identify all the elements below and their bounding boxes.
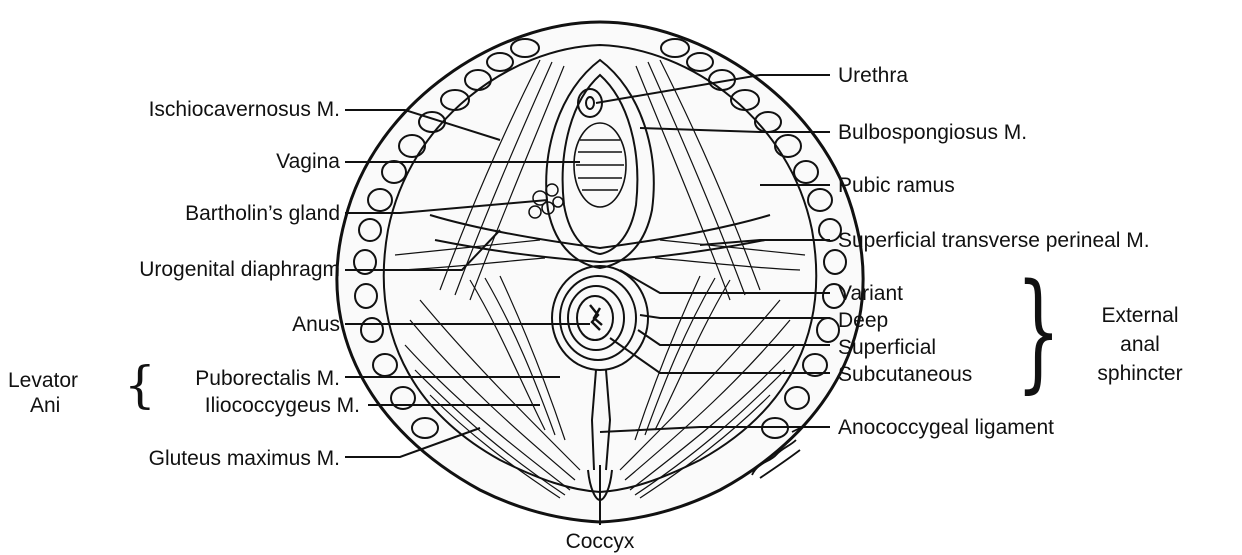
label-superficial-transverse-perineal: Superficial transverse perineal M. [838, 230, 1150, 251]
label-vagina: Vagina [60, 151, 340, 172]
label-gluteus-maximus: Gluteus maximus M. [60, 448, 340, 469]
label-urogenital-diaphragm: Urogenital diaphragm [60, 259, 340, 280]
label-bulbospongiosus: Bulbospongiosus M. [838, 122, 1027, 143]
label-pubic-ramus: Pubic ramus [838, 175, 955, 196]
label-ischiocavernosus: Ischiocavernosus M. [60, 99, 340, 120]
label-iliococcygeus: Iliococcygeus M. [60, 395, 360, 416]
label-ani: Ani [30, 395, 60, 416]
label-bartholins-gland: Bartholin’s gland [60, 203, 340, 224]
label-anus: Anus [60, 314, 340, 335]
label-coccyx: Coccyx [540, 531, 660, 552]
label-variant: Variant [838, 283, 903, 304]
label-anal: anal [1060, 334, 1220, 355]
label-external: External [1060, 305, 1220, 326]
label-puborectalis: Puborectalis M. [60, 368, 340, 389]
label-sphincter: sphincter [1060, 363, 1220, 384]
external-anal-sphincter-brace: } [1016, 268, 1061, 396]
label-urethra: Urethra [838, 65, 908, 86]
label-superficial: Superficial [838, 337, 936, 358]
label-anococcygeal-ligament: Anococcygeal ligament [838, 417, 1054, 438]
label-deep: Deep [838, 310, 888, 331]
label-subcutaneous: Subcutaneous [838, 364, 972, 385]
